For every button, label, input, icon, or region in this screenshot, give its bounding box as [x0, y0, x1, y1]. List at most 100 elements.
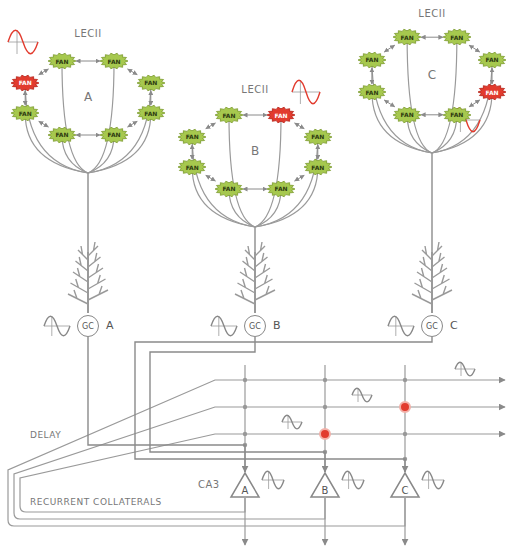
- dendrite-branch: [432, 264, 447, 278]
- junction-dot: [403, 378, 407, 382]
- dendrite-branch: [88, 264, 103, 278]
- cell-label: GC: [82, 322, 94, 331]
- axon-bundle: [87, 173, 89, 255]
- cell-label: FAN: [144, 110, 157, 117]
- wave-axis: [461, 362, 462, 376]
- cell-label: FAN: [55, 131, 68, 138]
- fan-cell-body: [478, 84, 506, 100]
- cell-label: FAN: [222, 112, 235, 119]
- region-label: LECII: [418, 8, 445, 20]
- fan-cell-body: [215, 107, 243, 123]
- cell-label: FAN: [107, 58, 120, 65]
- dendrite-branch: [255, 264, 270, 278]
- dendrite-branch: [415, 279, 433, 293]
- granule-cell: GCC: [421, 315, 443, 337]
- junction-dot: [323, 405, 327, 409]
- dendrite-branch: [255, 242, 265, 256]
- wave-axis: [51, 316, 52, 336]
- ensemble-letter: A: [82, 91, 94, 105]
- region-label: LECII: [74, 28, 101, 40]
- region-label: LECII: [241, 84, 268, 96]
- axon: [432, 92, 492, 153]
- fan-cell-body: [393, 29, 421, 45]
- junction-dot: [243, 432, 247, 436]
- cell-label: FAN: [55, 58, 68, 65]
- signal-wave: [352, 388, 372, 402]
- axon: [88, 83, 151, 173]
- signal-wave: [44, 316, 70, 336]
- granule-cell: GCB: [244, 315, 266, 337]
- dendrite-branch: [88, 242, 98, 256]
- recurrent-link: [295, 123, 305, 129]
- fan-cell: FAN: [178, 159, 206, 175]
- dendrite-branch: [255, 275, 273, 289]
- wave-axis: [288, 415, 289, 429]
- active-synapse: [320, 429, 330, 439]
- signal-wave: [422, 471, 444, 489]
- recurrent-link: [76, 135, 100, 136]
- fan-cell: FAN: [215, 107, 243, 123]
- cell-label: FAN: [365, 56, 378, 63]
- wave-axis: [428, 471, 429, 489]
- recurrent-link: [128, 121, 138, 127]
- fan-cell: FAN: [304, 159, 332, 175]
- recurrent-link: [371, 68, 372, 84]
- fan-cell-body: [178, 129, 206, 145]
- recurrent-link: [384, 100, 394, 107]
- fan-cell: FAN: [393, 29, 421, 45]
- fan-cell-body: [100, 53, 128, 69]
- signal-wave: [292, 80, 320, 103]
- fan-cell: FAN: [137, 105, 165, 121]
- axon: [372, 60, 432, 153]
- ca3-pyramidal-cell: C: [390, 472, 420, 498]
- cell-letter: C: [450, 319, 458, 332]
- fan-cell-body: [137, 75, 165, 91]
- dendrite-branch: [432, 275, 450, 289]
- dendrite-branch: [71, 279, 89, 293]
- region-label: DELAY: [30, 430, 61, 440]
- dendrite-branch: [245, 246, 255, 260]
- fan-cell: FAN: [11, 75, 39, 91]
- wave-axis: [348, 471, 349, 489]
- dendrite-branch: [238, 279, 256, 293]
- junction-dot: [323, 378, 327, 382]
- axon: [25, 113, 88, 173]
- wave-axis: [218, 316, 219, 336]
- cell-label: C: [390, 485, 420, 496]
- ensemble-letter: C: [426, 69, 438, 83]
- signal-wave: [282, 415, 302, 429]
- recurrent-link: [25, 91, 26, 106]
- fan-cell: FAN: [48, 127, 76, 143]
- recurrent-link: [76, 61, 100, 62]
- cell-label: FAN: [186, 133, 199, 140]
- dendrite-branch: [78, 246, 88, 260]
- axon: [88, 61, 114, 173]
- fan-cell: FAN: [443, 107, 471, 123]
- recurrent-link: [243, 115, 267, 116]
- fan-cell: FAN: [358, 52, 386, 68]
- fan-cell-body: [267, 181, 295, 197]
- wave-axis: [395, 316, 396, 336]
- wave-axis: [268, 471, 269, 489]
- cell-label: GC: [426, 322, 438, 331]
- dendrite-branch: [88, 275, 106, 289]
- cell-label: FAN: [107, 131, 120, 138]
- fan-cell-body: [100, 127, 128, 143]
- fan-cell-body: [304, 159, 332, 175]
- active-synapse: [400, 402, 410, 412]
- fan-cell-body: [48, 127, 76, 143]
- cell-label: FAN: [274, 112, 287, 119]
- dendrite-branch: [255, 286, 275, 300]
- cell-label: B: [310, 485, 340, 496]
- region-label: RECURRENT COLLATERALS: [30, 497, 162, 507]
- recurrent-link: [206, 175, 216, 181]
- cell-label: FAN: [274, 185, 287, 192]
- cell-label: A: [230, 485, 260, 496]
- signal-wave: [342, 471, 364, 489]
- axon: [255, 167, 318, 227]
- fan-cell: FAN: [443, 29, 471, 45]
- triangle-body: [311, 473, 339, 497]
- cell-label: FAN: [311, 164, 324, 171]
- fan-cell-body: [11, 105, 39, 121]
